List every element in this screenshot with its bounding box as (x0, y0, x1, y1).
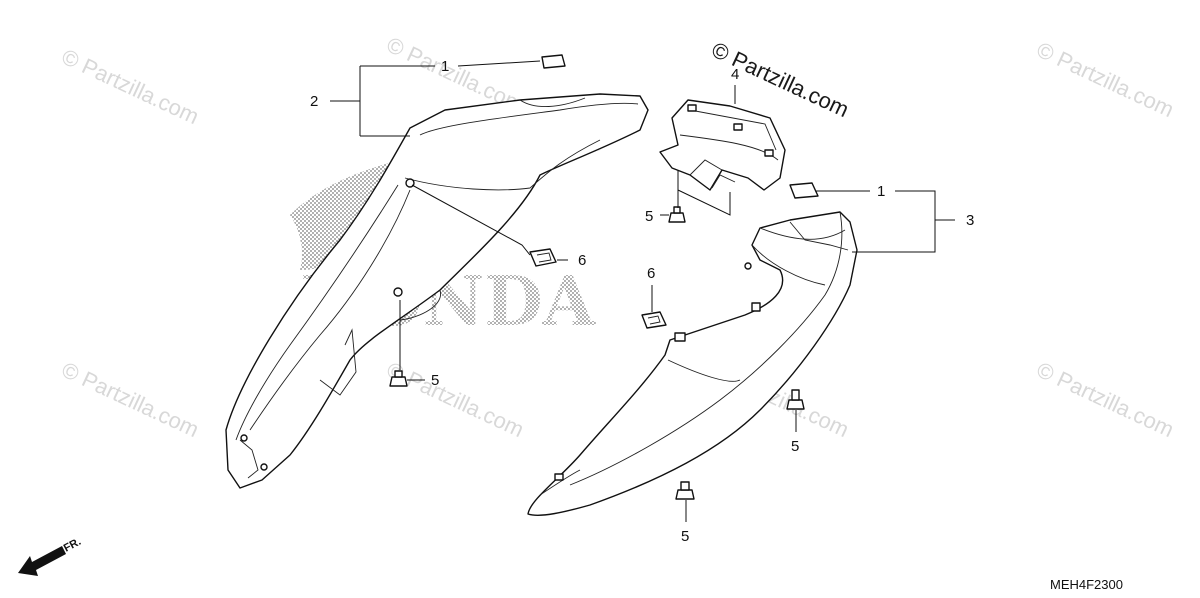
watermark-bottom-right: © Partzilla.com (1033, 357, 1178, 442)
callout-4: 4 (731, 66, 739, 83)
callout-numbers: 1 2 4 5 1 3 6 6 5 5 5 (310, 58, 974, 545)
callout-1-left: 1 (441, 58, 449, 75)
bolt-upper-center (668, 206, 686, 223)
watermark-top-left: © Partzilla.com (58, 44, 203, 129)
callout-5-bottom: 5 (681, 528, 689, 545)
callout-5-upper: 5 (645, 208, 653, 225)
left-rear-cowl (225, 93, 649, 489)
clip-nut-upper (529, 248, 557, 267)
right-rear-cowl (527, 211, 858, 516)
faint-watermarks: © Partzilla.com © Partzilla.com © Partzi… (58, 32, 1178, 442)
callout-3: 3 (966, 212, 974, 229)
center-rear-piece (659, 99, 786, 191)
callout-1-right: 1 (877, 183, 885, 200)
callout-6-lower: 6 (647, 265, 655, 282)
leader-lines (330, 60, 955, 522)
bolt-bottom-center (675, 481, 695, 500)
clip-nut-lower (641, 311, 667, 329)
callout-6-upper: 6 (578, 252, 586, 269)
direction-label: FR. (62, 536, 83, 555)
diagram-code: MEH4F2300 (1050, 577, 1123, 592)
watermark-bottom-left: © Partzilla.com (58, 357, 203, 442)
watermark-top-right: © Partzilla.com (1033, 37, 1178, 122)
callout-2: 2 (310, 93, 318, 110)
emblem-plate-left (541, 54, 566, 69)
callout-5-left: 5 (431, 372, 439, 389)
bolt-right-side (786, 389, 805, 410)
bolt-left-lower (389, 370, 408, 387)
callout-5-right: 5 (791, 438, 799, 455)
emblem-plate-right (789, 182, 819, 199)
watermark-bottom-mid: © Partzilla.com (383, 357, 528, 442)
front-direction-arrow-icon: FR. (18, 536, 83, 576)
